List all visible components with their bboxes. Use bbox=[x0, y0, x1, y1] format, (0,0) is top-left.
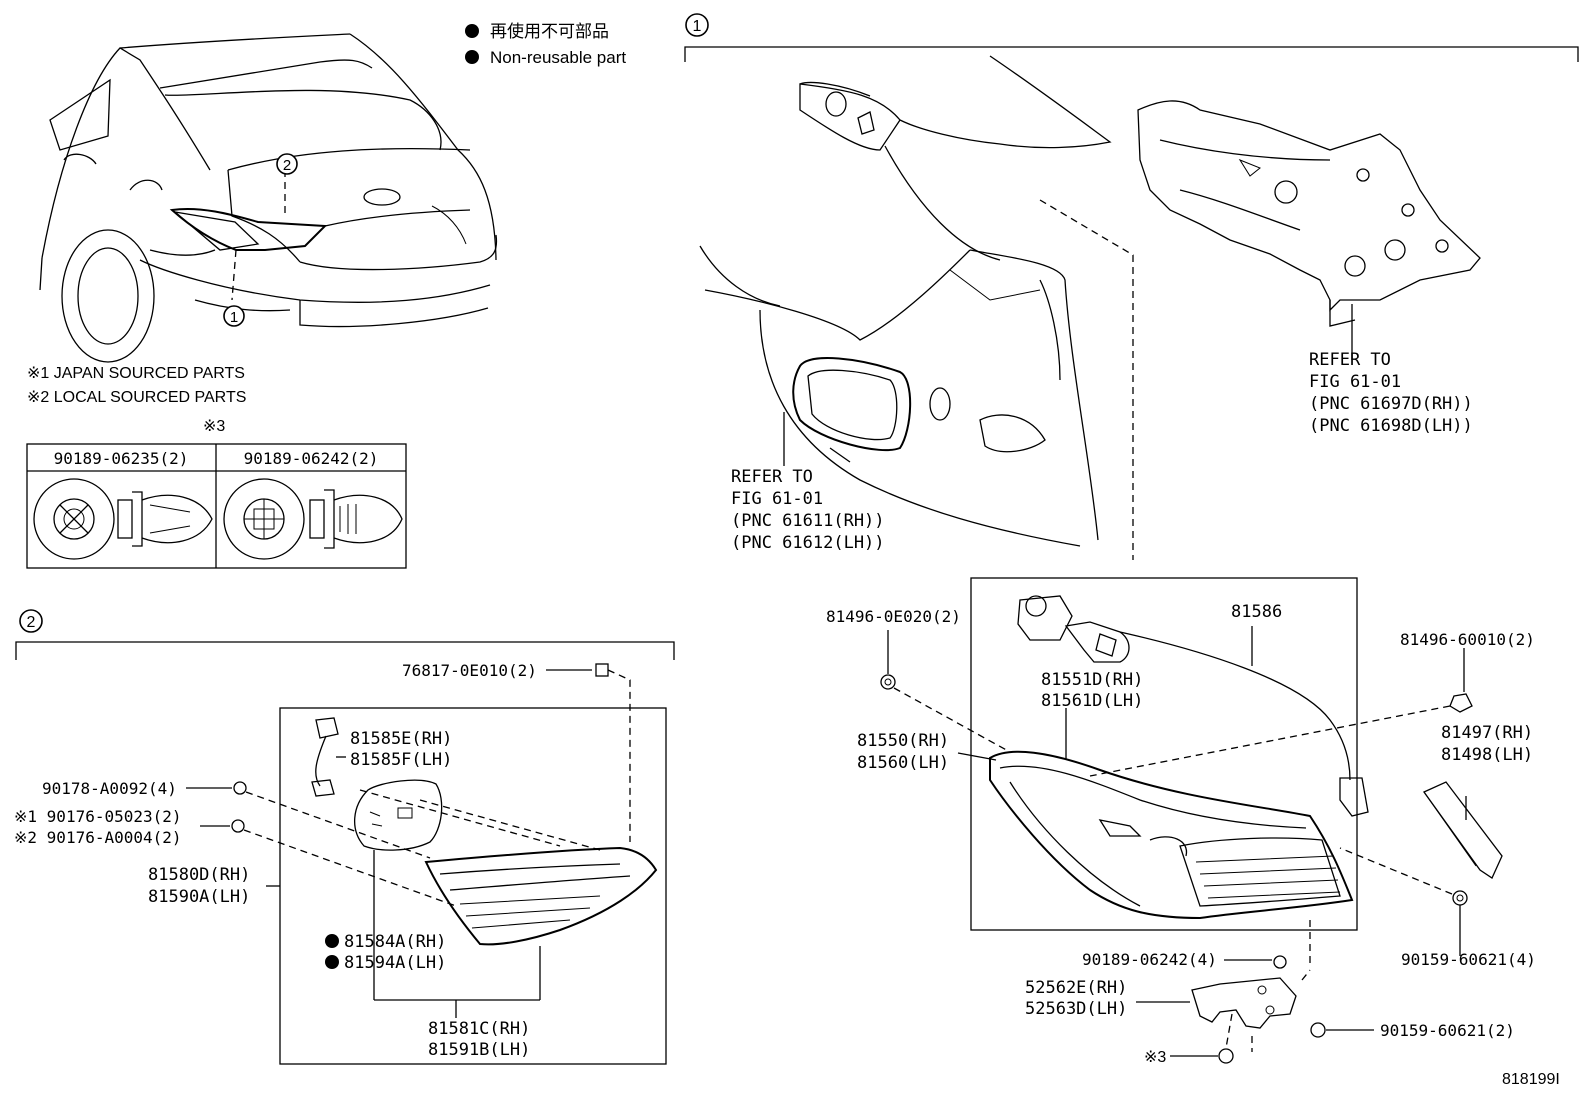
legend: 再使用不可部品 Non-reusable part bbox=[465, 21, 626, 67]
part-81586: 81586 bbox=[1231, 602, 1282, 622]
part-81560: 81560(LH) bbox=[857, 753, 949, 773]
part-81585e: 81585E(RH) bbox=[350, 729, 452, 749]
section-1-labels: 81586 81496-0E020(2) 81496-60010(2) 8155… bbox=[826, 602, 1536, 1066]
part-90178: 90178-A0092(4) bbox=[42, 779, 177, 798]
clip-90189-06235-drawing bbox=[33, 478, 213, 560]
svg-text:2: 2 bbox=[27, 614, 36, 631]
overview-callout-1 bbox=[223, 305, 245, 327]
svg-text:2: 2 bbox=[283, 157, 291, 174]
part-note3-ref: ※3 bbox=[1144, 1049, 1166, 1066]
svg-text:1: 1 bbox=[693, 18, 702, 35]
part-81496-60010: 81496-60010(2) bbox=[1400, 630, 1535, 649]
part-90159-60621-a: 90159-60621(4) bbox=[1401, 950, 1536, 969]
part-81580d: 81580D(RH) bbox=[148, 865, 250, 885]
part-81498: 81498(LH) bbox=[1441, 745, 1533, 765]
non-reusable-dot-icon bbox=[325, 934, 339, 948]
inner-lamp-81580-drawing bbox=[424, 846, 658, 946]
refer-panel-text: REFER TO FIG 61-01 (PNC 61697D(RH)) (PNC… bbox=[1309, 350, 1473, 436]
overview-callout-2 bbox=[276, 153, 298, 175]
nut-81496-60010-icon bbox=[1449, 693, 1473, 713]
svg-text:REFER TO: REFER TO bbox=[1309, 350, 1391, 370]
cover-81497-drawing bbox=[1423, 781, 1503, 879]
refer-body-text: REFER TO FIG 61-01 (PNC 61611(RH)) (PNC … bbox=[731, 467, 885, 553]
svg-text:1: 1 bbox=[230, 309, 238, 326]
part-81550: 81550(RH) bbox=[857, 731, 949, 751]
svg-text:FIG 61-01: FIG 61-01 bbox=[1309, 372, 1401, 392]
clip-90189-06242-icon bbox=[1273, 955, 1287, 969]
part-81497: 81497(RH) bbox=[1441, 723, 1533, 743]
part-52563d: 52563D(LH) bbox=[1025, 999, 1127, 1019]
legend-en: Non-reusable part bbox=[490, 48, 626, 67]
quarter-panel-drawing bbox=[1137, 100, 1481, 327]
nut-81496-0e020-icon bbox=[880, 674, 896, 690]
screw-90176-icon bbox=[231, 819, 245, 833]
inner-lamp-box bbox=[279, 707, 667, 1065]
lamp-assembly-box bbox=[970, 577, 1358, 931]
lamp-harness-drawing bbox=[1017, 595, 1369, 817]
nut-76817-icon bbox=[595, 663, 609, 677]
part-81561d: 81561D(LH) bbox=[1041, 691, 1143, 711]
part-90189-06242: 90189-06242(4) bbox=[1082, 950, 1217, 969]
body-panel-drawing bbox=[699, 55, 1112, 547]
clip-table-header-1: 90189-06235(2) bbox=[54, 449, 189, 468]
clip-table-header-2: 90189-06242(2) bbox=[244, 449, 379, 468]
note-local-sourced: ※2 LOCAL SOURCED PARTS bbox=[27, 389, 246, 406]
source-notes: ※1 JAPAN SOURCED PARTS ※2 LOCAL SOURCED … bbox=[27, 365, 246, 435]
part-81585f: 81585F(LH) bbox=[350, 750, 452, 770]
svg-text:REFER TO: REFER TO bbox=[731, 467, 813, 487]
part-81581c: 81581C(RH) bbox=[428, 1019, 530, 1039]
section-2-labels: 76817-0E010(2) 90178-A0092(4) ※1 90176-0… bbox=[14, 661, 537, 1060]
part-81594a: 81594A(LH) bbox=[344, 953, 446, 973]
svg-text:FIG 61-01: FIG 61-01 bbox=[731, 489, 823, 509]
section-1-marker bbox=[685, 13, 709, 37]
clip-note3-icon bbox=[1218, 1048, 1234, 1064]
part-90176-a0004: ※2 90176-A0004(2) bbox=[14, 828, 182, 847]
part-81496-0e020: 81496-0E020(2) bbox=[826, 607, 961, 626]
vehicle-overview-drawing: 2 1 bbox=[39, 33, 498, 363]
part-81591b: 81591B(LH) bbox=[428, 1040, 530, 1060]
part-81590a: 81590A(LH) bbox=[148, 887, 250, 907]
section-2: 2 bbox=[14, 609, 675, 1065]
svg-text:(PNC 61698D(LH)): (PNC 61698D(LH)) bbox=[1309, 416, 1473, 436]
non-reusable-dot-icon bbox=[325, 955, 339, 969]
socket-81585-drawing bbox=[311, 717, 339, 797]
tail-lamp-outer-drawing bbox=[989, 750, 1354, 920]
legend-jp: 再使用不可部品 bbox=[490, 21, 609, 41]
part-81584a: 81584A(RH) bbox=[344, 932, 446, 952]
part-52562e: 52562E(RH) bbox=[1025, 978, 1127, 998]
section-2-marker bbox=[19, 609, 43, 633]
screw-90159-60621-icon bbox=[1452, 890, 1468, 906]
section-1: 1 bbox=[684, 13, 1579, 1066]
screw-90178-icon bbox=[233, 781, 247, 795]
gasket-81584-drawing bbox=[353, 779, 443, 851]
screw-90159-60621-b-icon bbox=[1310, 1022, 1326, 1038]
bracket-52562-drawing bbox=[1191, 977, 1297, 1029]
part-90159-60621-b: 90159-60621(2) bbox=[1380, 1021, 1515, 1040]
clip-table: 90189-06235(2) 90189-06242(2) bbox=[26, 443, 407, 569]
part-76817: 76817-0E010(2) bbox=[402, 661, 537, 680]
svg-text:(PNC 61612(LH)): (PNC 61612(LH)) bbox=[731, 533, 885, 553]
non-reusable-dot-icon bbox=[465, 24, 479, 38]
note-japan-sourced: ※1 JAPAN SOURCED PARTS bbox=[27, 365, 245, 382]
svg-text:(PNC 61697D(RH)): (PNC 61697D(RH)) bbox=[1309, 394, 1473, 414]
clip-90189-06242-drawing bbox=[223, 478, 403, 560]
note-3-mark: ※3 bbox=[203, 418, 225, 435]
svg-text:(PNC 61611(RH)): (PNC 61611(RH)) bbox=[731, 511, 885, 531]
figure-id: 818199I bbox=[1502, 1071, 1560, 1088]
part-90176-05023: ※1 90176-05023(2) bbox=[14, 807, 182, 826]
part-81551d: 81551D(RH) bbox=[1041, 670, 1143, 690]
non-reusable-dot-icon bbox=[465, 50, 479, 64]
